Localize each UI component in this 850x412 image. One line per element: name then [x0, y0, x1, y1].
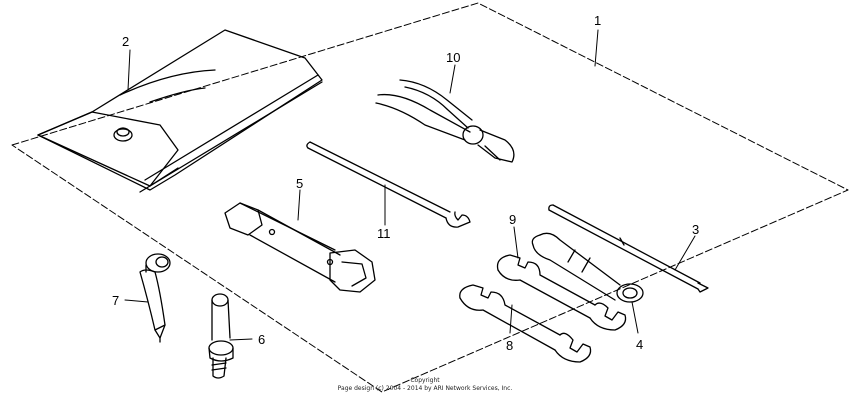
pliers	[375, 79, 515, 163]
handle-tool	[139, 253, 171, 343]
tool-pouch	[37, 29, 323, 193]
open-end-wrench-lower	[459, 284, 592, 363]
box-wrench	[224, 202, 376, 293]
page-design-notice: Page design (c) 2004 - 2014 by ARI Netwo…	[337, 385, 513, 392]
copyright-notice: Copyright	[410, 377, 440, 384]
open-end-wrench-upper	[496, 254, 627, 331]
callout-8: 8	[506, 338, 513, 353]
callout-11: 11	[377, 226, 391, 241]
plug-tool	[208, 293, 234, 379]
callout-4: 4	[636, 337, 643, 352]
callout-6: 6	[258, 332, 265, 347]
callout-1: 1	[594, 13, 601, 28]
screwdriver-handle	[531, 232, 644, 303]
callout-5: 5	[296, 176, 303, 191]
screwdriver	[548, 204, 709, 293]
callout-2: 2	[122, 34, 129, 49]
callout-3: 3	[692, 222, 699, 237]
callout-10: 10	[446, 50, 460, 65]
callout-7: 7	[112, 293, 119, 308]
callout-9: 9	[509, 212, 516, 227]
kit-boundary	[11, 2, 849, 393]
spanner-bar	[306, 141, 471, 228]
leader-lines	[124, 29, 696, 341]
